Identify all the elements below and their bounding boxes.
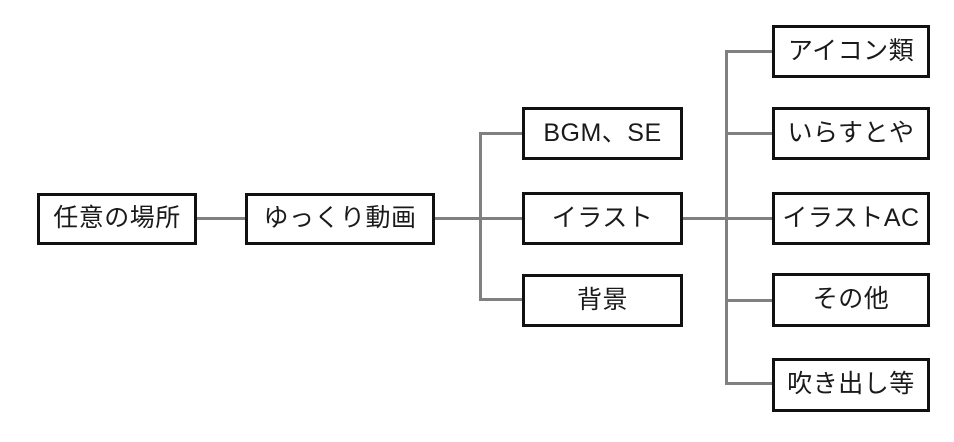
node-label: いらすとや: [787, 118, 915, 147]
connector-trunk-to-irasutoya: [725, 132, 772, 135]
node-アイコン類[interactable]: アイコン類: [772, 25, 930, 78]
connector-trunk-to-illust: [479, 217, 522, 220]
node-label: 吹き出し等: [787, 370, 915, 399]
node-イラストac[interactable]: イラストAC: [772, 192, 930, 245]
connector-trunk-to-sonota: [725, 299, 772, 302]
node-label: その他: [812, 285, 890, 314]
connector-root-to-yukkuri: [197, 217, 245, 220]
connector-trunk-to-haikei: [479, 298, 522, 301]
node-いらすとや[interactable]: いらすとや: [772, 107, 930, 160]
node-任意の場所[interactable]: 任意の場所: [37, 193, 197, 245]
connector-trunk-to-icon: [725, 50, 772, 53]
node-label: BGM、SE: [543, 118, 662, 147]
node-label: アイコン類: [787, 36, 915, 65]
node-label: 背景: [576, 285, 628, 314]
connector-illust-stub: [683, 217, 728, 220]
node-bgm-se[interactable]: BGM、SE: [522, 107, 683, 160]
node-label: ゆっくり動画: [263, 204, 417, 233]
connector-yukkuri-stub: [435, 217, 482, 220]
node-その他[interactable]: その他: [772, 273, 930, 327]
node-label: イラストAC: [782, 203, 920, 232]
connector-trunk-to-bgm: [479, 132, 522, 135]
node-ゆっくり動画[interactable]: ゆっくり動画: [245, 193, 435, 245]
connector-trunk-to-fukidashi: [725, 382, 772, 385]
node-背景[interactable]: 背景: [522, 274, 683, 327]
node-label: 任意の場所: [53, 204, 181, 233]
connector-trunk-to-illustac: [725, 217, 772, 220]
node-イラスト[interactable]: イラスト: [522, 192, 683, 245]
node-label: イラスト: [551, 203, 654, 232]
connector-trunk-level3: [479, 132, 482, 298]
node-吹き出し等[interactable]: 吹き出し等: [772, 358, 930, 412]
